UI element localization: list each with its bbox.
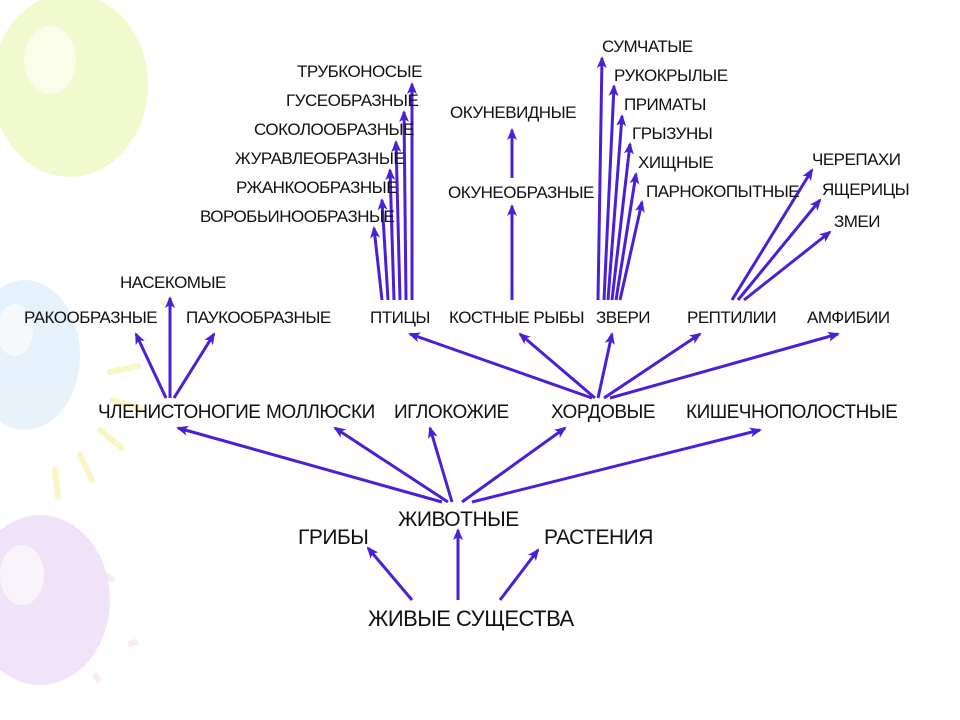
arrow-birds-to-gruiformes xyxy=(385,168,396,301)
node-passeriformes: ВОРОБЬИНООБРАЗНЫЕ xyxy=(200,207,395,226)
arrow-mammals-to-primates xyxy=(606,114,627,301)
node-mollusks: МОЛЛЮСКИ xyxy=(266,402,375,423)
arrow-animals-to-mollusks xyxy=(333,426,449,504)
balloon-decoration-purple xyxy=(0,515,110,685)
node-arachnids: ПАУКООБРАЗНЫЕ xyxy=(186,308,331,327)
arrow-chordates-to-birds xyxy=(408,332,593,400)
arrow-chordates-to-amphibians xyxy=(609,331,840,400)
balloon-decoration-green xyxy=(0,0,148,177)
sunburst-decoration xyxy=(52,363,143,500)
arrow-mammals-to-artiodactyls xyxy=(618,200,645,301)
node-amphibians: АМФИБИИ xyxy=(807,308,890,327)
node-anseriformes: ГУСЕОБРАЗНЫЕ xyxy=(286,91,419,110)
arrow-living-to-plants xyxy=(498,548,540,601)
node-arthropods: ЧЛЕНИСТОНОГИЕ xyxy=(98,402,261,423)
arrow-animals-to-chordates xyxy=(461,426,567,504)
node-chordates: ХОРДОВЫЕ xyxy=(551,402,656,423)
node-bony-fish: КОСТНЫЕ РЫБЫ xyxy=(449,308,585,327)
arrow-chordates-to-mammals xyxy=(596,332,615,399)
node-insects: НАСЕКОМЫЕ xyxy=(120,273,226,292)
node-rodents: ГРЫЗУНЫ xyxy=(632,124,713,143)
node-lizards: ЯЩЕРИЦЫ xyxy=(822,180,910,199)
node-carnivores: ХИЩНЫЕ xyxy=(638,153,714,172)
arrow-birds-to-falconiformes xyxy=(391,140,402,301)
node-reptiles: РЕПТИЛИИ xyxy=(687,308,777,327)
arrow-group xyxy=(134,56,840,601)
node-fungi: ГРИБЫ xyxy=(298,526,369,549)
node-marsupials: СУМЧАТЫЕ xyxy=(602,37,693,56)
arrow-living-to-fungi xyxy=(366,546,414,601)
node-turtles: ЧЕРЕПАХИ xyxy=(812,150,901,169)
node-plants: РАСТЕНИЯ xyxy=(544,526,653,549)
balloon-decoration-blue xyxy=(0,280,80,430)
node-bats: РУКОКРЫЛЫЕ xyxy=(614,66,728,85)
node-snakes: ЗМЕИ xyxy=(834,212,881,231)
node-artiodactyls: ПАРНОКОПЫТНЫЕ xyxy=(646,182,800,201)
arrow-birds-to-anseriformes xyxy=(399,110,410,301)
node-tubenoses: ТРУБКОНОСЫЕ xyxy=(297,62,422,81)
node-perch-like: ОКУНЕВИДНЫЕ xyxy=(450,103,576,122)
node-mammals: ЗВЕРИ xyxy=(596,308,651,327)
arrow-animals-to-cnidarians xyxy=(471,427,762,504)
arrow-mammals-to-marsupials xyxy=(596,56,607,301)
arrow-arthropods-to-arachnids xyxy=(172,332,216,399)
node-primates: ПРИМАТЫ xyxy=(624,95,706,114)
node-living-beings: ЖИВЫЕ СУЩЕСТВА xyxy=(368,606,574,631)
node-crustaceans: РАКООБРАЗНЫЕ xyxy=(24,308,158,327)
arrow-reptiles-to-turtles xyxy=(730,168,814,301)
node-falconiformes: СОКОЛООБРАЗНЫЕ xyxy=(254,120,414,139)
node-birds: ПТИЦЫ xyxy=(370,308,430,327)
arrow-mammals-to-bats xyxy=(602,84,619,301)
arrow-mammals-to-carnivores xyxy=(614,172,640,301)
arrow-mammals-to-rodents xyxy=(610,142,634,301)
arrow-birds-to-passeriformes xyxy=(370,226,384,301)
arrow-reptiles-to-lizards xyxy=(736,198,822,301)
arrow-animals-to-echinoderms xyxy=(428,426,454,503)
arrow-arthropods-to-crustaceans xyxy=(134,332,168,399)
arrow-reptiles-to-snakes xyxy=(743,230,832,302)
arrow-chordates-to-bony-fish xyxy=(518,332,596,400)
node-echinoderms: ИГЛОКОЖИЕ xyxy=(394,402,509,423)
node-animals: ЖИВОТНЫЕ xyxy=(398,508,519,531)
arrow-birds-to-piciformes xyxy=(377,198,390,301)
arrow-chordates-to-reptiles xyxy=(603,332,702,400)
confetti-decoration xyxy=(91,299,169,684)
arrow-animals-to-arthropods xyxy=(176,425,443,504)
node-cnidarians: КИШЕЧНОПОЛОСТНЫЕ xyxy=(686,402,898,423)
node-piciformes: РЖАНКООБРАЗНЫЕ xyxy=(236,178,398,197)
node-gruiformes: ЖУРАВЛЕОБРАЗНЫЕ xyxy=(235,149,405,168)
node-perciformes: ОКУНЕОБРАЗНЫЕ xyxy=(448,183,594,202)
